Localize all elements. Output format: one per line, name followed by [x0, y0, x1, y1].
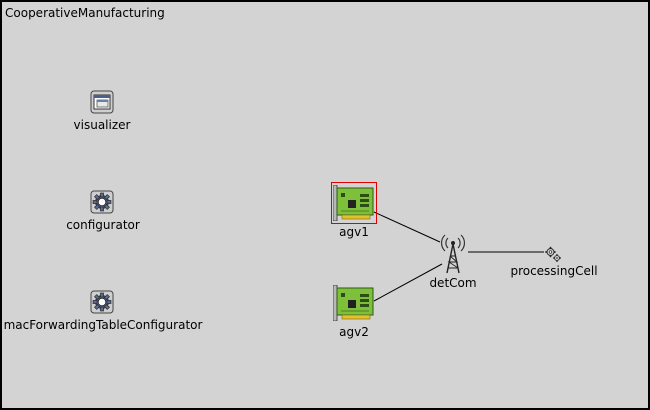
module-label: detCom: [429, 276, 477, 290]
module-label: processingCell: [510, 264, 598, 278]
link-agv2-detcom: [373, 263, 443, 302]
module-label: configurator: [66, 218, 140, 232]
gears-icon: [545, 246, 561, 262]
module-label: agv1: [339, 225, 369, 239]
network-card-icon: [333, 285, 374, 321]
gear-icon: [90, 190, 114, 214]
network-card-icon: [333, 185, 374, 221]
selection-highlight: [331, 182, 377, 224]
module-label: agv2: [339, 325, 369, 339]
link-agv1-detcom: [373, 211, 441, 243]
antenna-tower-icon: [441, 234, 465, 274]
gear-icon: [90, 290, 114, 314]
module-label: visualizer: [73, 118, 131, 132]
network-title: CooperativeManufacturing: [5, 6, 165, 20]
window-icon: [90, 90, 114, 114]
module-label: macForwardingTableConfigurator: [3, 318, 203, 332]
